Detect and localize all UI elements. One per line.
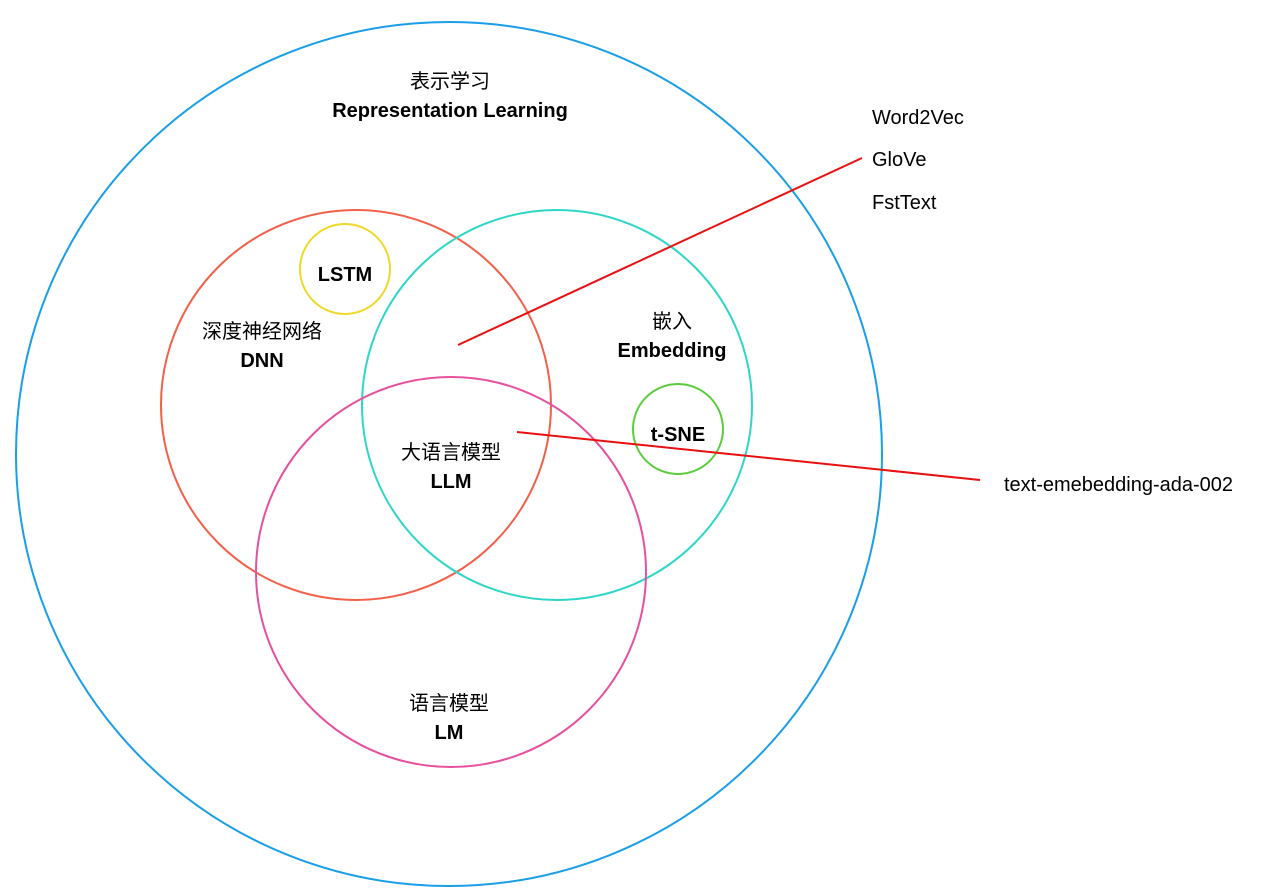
ada-connector xyxy=(516,431,981,481)
dnn-zh: 深度神经网络 xyxy=(202,319,322,343)
representation-learning-zh: 表示学习 xyxy=(410,69,490,93)
representation-learning-en: Representation Learning xyxy=(332,100,568,122)
llm-zh: 大语言模型 xyxy=(401,440,501,464)
word2vec-label: Word2Vec xyxy=(872,107,964,129)
tsne-circle xyxy=(632,383,724,475)
embedding-circle xyxy=(361,209,753,601)
glove-label: GloVe xyxy=(872,149,926,171)
lm-en: LM xyxy=(435,722,464,744)
lm-circle xyxy=(255,376,647,768)
llm-en: LLM xyxy=(430,471,471,493)
lstm-label: LSTM xyxy=(318,264,372,286)
representation-learning-circle xyxy=(15,21,883,887)
embedding-en: Embedding xyxy=(618,340,727,362)
embedding-zh: 嵌入 xyxy=(652,309,692,333)
tsne-label: t-SNE xyxy=(651,424,705,446)
dnn-en: DNN xyxy=(240,350,283,372)
word-embeddings-connector xyxy=(457,157,863,346)
fsttext-label: FstText xyxy=(872,192,937,214)
ada-model-label: text-emebedding-ada-002 xyxy=(1004,474,1233,496)
lstm-circle xyxy=(299,223,391,315)
lm-zh: 语言模型 xyxy=(409,691,489,715)
